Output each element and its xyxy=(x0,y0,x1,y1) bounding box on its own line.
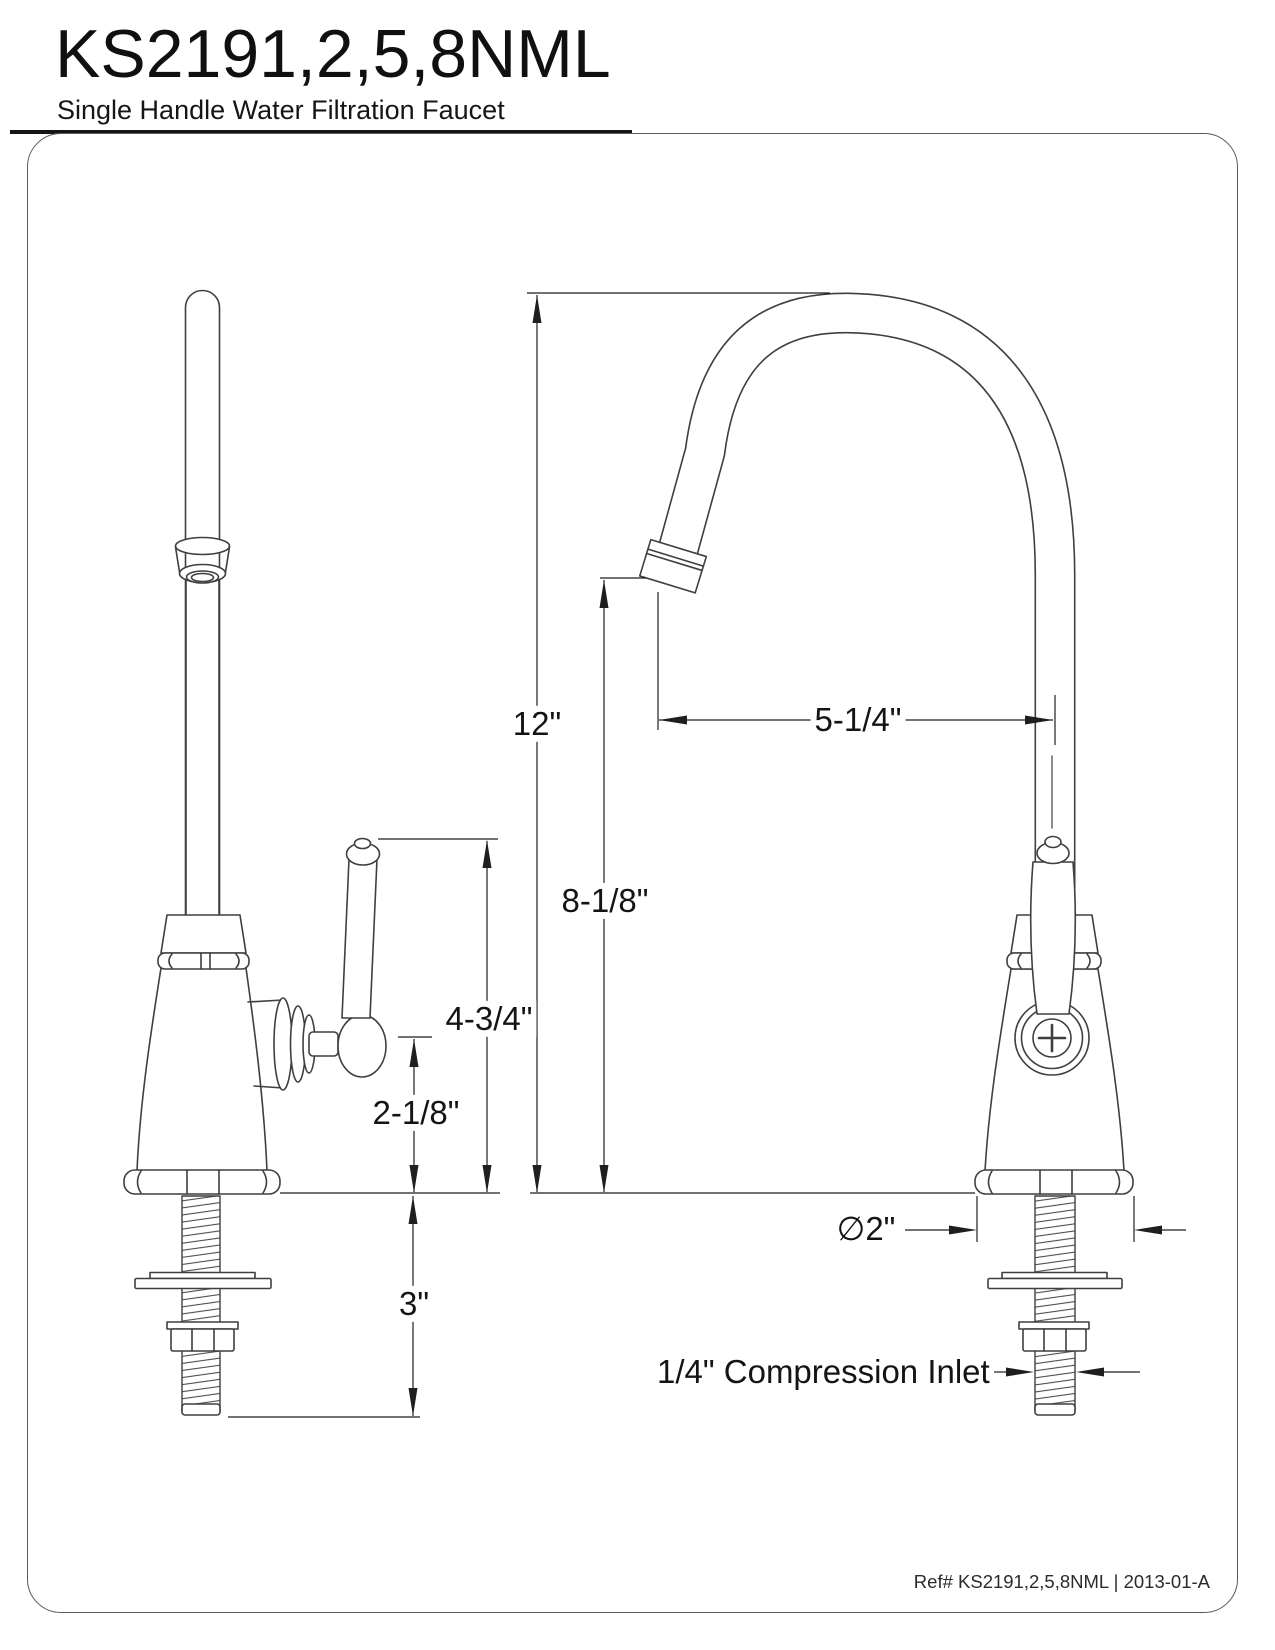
drawing-border xyxy=(27,133,1238,1613)
dim-base-diameter-label: ∅2" xyxy=(832,1210,900,1248)
title-underline xyxy=(10,130,632,134)
dim-spout-outlet-height-label: 8-1/8" xyxy=(557,882,653,920)
page-title: KS2191,2,5,8NML xyxy=(55,16,611,92)
page-subtitle: Single Handle Water Filtration Faucet xyxy=(57,95,505,125)
inlet-note-label: 1/4" Compression Inlet xyxy=(653,1353,994,1391)
footer-reference: Ref# KS2191,2,5,8NML | 2013-01-A xyxy=(913,1571,1210,1592)
dim-shank-length-label: 3" xyxy=(394,1285,434,1323)
dim-overall-height-label: 12" xyxy=(508,705,566,743)
dim-valve-center-height-label: 2-1/8" xyxy=(368,1094,464,1132)
faucet-side-view xyxy=(123,289,387,1416)
faucet-front-view xyxy=(638,292,1134,1416)
dim-handle-height-label: 4-3/4" xyxy=(441,1000,537,1038)
dim-spout-reach-label: 5-1/4" xyxy=(810,701,906,739)
